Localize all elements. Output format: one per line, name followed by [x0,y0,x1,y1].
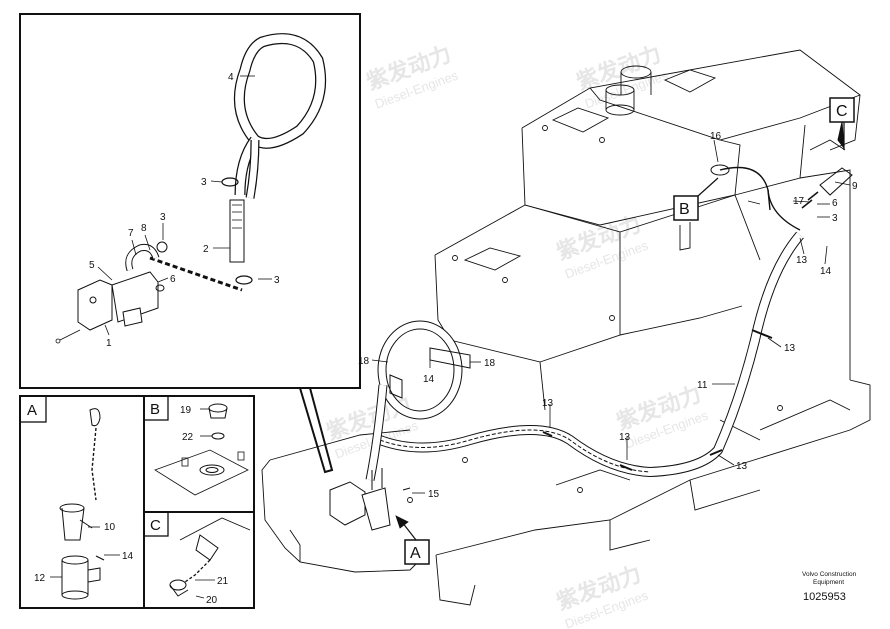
label-6: 6 [170,274,176,285]
label-12: 12 [34,573,46,584]
label-14: 14 [122,551,134,562]
callout-letters: B C A A B C [27,103,848,562]
label-11: 11 [697,380,708,391]
label-9: 9 [852,181,858,192]
label-16: 16 [710,131,722,142]
detail-b-frame [143,395,255,513]
label-3: 3 [160,212,166,223]
label-4: 4 [228,72,234,83]
leader-lines [50,75,851,599]
label-21: 21 [217,576,229,587]
label-8: 8 [141,223,147,234]
label-19: 19 [180,405,192,416]
label-7: 7 [128,228,134,239]
detail-c-frame [143,511,255,609]
label-2: 2 [203,244,209,255]
hose-routing [329,164,853,531]
callout-boxes [404,97,855,565]
document-number: 1025953 [803,591,846,603]
detail-b-letter: B [150,401,160,418]
callout-arrows [395,121,845,541]
label-3: 3 [832,213,838,224]
callout-b-letter: B [679,201,690,218]
label-13: 13 [784,343,796,354]
detail-main-content [55,33,327,344]
label-13: 13 [796,255,808,266]
label-18: 18 [484,358,496,369]
part-labels: 4 3 2 3 3 8 7 5 6 1 10 14 12 19 22 21 20… [34,72,858,606]
label-3: 3 [274,275,280,286]
label-15: 15 [428,489,440,500]
label-14: 14 [820,266,832,277]
label-22: 22 [182,432,194,443]
label-14: 14 [423,374,435,385]
label-13: 13 [542,398,554,409]
callout-c-letter: C [836,103,848,120]
label-13: 13 [619,432,631,443]
label-13: 13 [736,461,748,472]
callout-a-letter: A [410,545,421,562]
label-5: 5 [89,260,95,271]
detail-a-letter: A [27,402,37,419]
footer: Volvo Construction Equipment 1025953 [802,571,857,603]
label-10: 10 [104,522,116,533]
label-6: 6 [832,198,838,209]
machine-frame [261,49,871,606]
detail-a-frame [19,395,145,609]
company-name-line1: Volvo Construction [802,571,857,578]
label-3: 3 [201,177,207,188]
label-17: 17 [793,196,805,207]
company-name-line2: Equipment [813,579,844,586]
label-18: 18 [358,356,370,367]
label-20: 20 [206,595,218,606]
label-1: 1 [106,338,112,349]
detail-c-letter: C [150,517,161,534]
